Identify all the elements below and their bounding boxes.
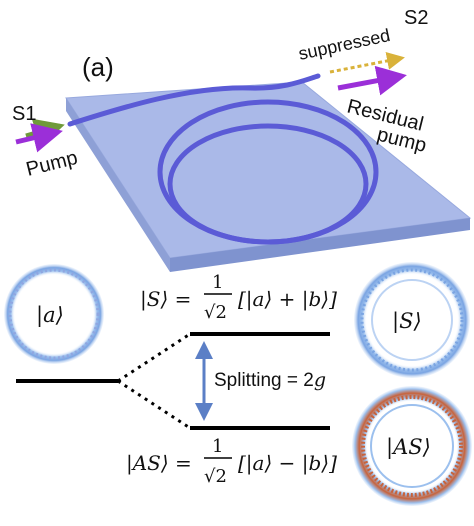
panel-label: (a): [82, 52, 114, 82]
chip-front-side: [170, 218, 470, 272]
ring-resonator-inner: [167, 123, 369, 245]
pump-arrow: [15, 123, 63, 153]
mode-as-ring: |AS⟩: [352, 386, 472, 506]
s2-arrow: [329, 52, 405, 74]
s-rhs: [|a⟩ + |b⟩]: [238, 287, 337, 312]
bus-waveguide: [67, 73, 321, 127]
as-frac-den: √2: [204, 466, 227, 487]
suppressed-label: suppressed: [297, 25, 392, 64]
symmetric-state-equation: |S⟩ = 1 √2 [|a⟩ + |b⟩]: [140, 272, 337, 323]
mode-s-ring: |S⟩: [354, 262, 470, 378]
as-frac-num: 1: [212, 436, 223, 457]
s-frac-den: √2: [204, 302, 227, 323]
mode-as-label: |AS⟩: [386, 435, 431, 460]
residual-pump-arrow: [337, 65, 407, 96]
pump-label: Pump: [24, 147, 80, 181]
antisymmetric-state-equation: |AS⟩ = 1 √2 [|a⟩ − |b⟩]: [126, 436, 337, 487]
mode-a-label: |a⟩: [36, 303, 64, 328]
mode-a-ring: |a⟩: [4, 264, 104, 364]
splitting-label: Splitting = 2g: [214, 369, 326, 391]
s2-label: S2: [404, 7, 428, 29]
s-lhs: |S⟩ =: [140, 287, 191, 312]
s1-label: S1: [12, 103, 36, 125]
s-frac-num: 1: [212, 272, 223, 293]
photonic-chip: [65, 81, 472, 272]
upper-connector: [117, 332, 191, 383]
as-rhs: [|a⟩ − |b⟩]: [238, 451, 337, 476]
mode-s-label: |S⟩: [392, 309, 422, 334]
waveguide-structure: [67, 73, 379, 245]
as-lhs: |AS⟩ =: [126, 451, 192, 476]
lower-connector: [117, 379, 191, 430]
energy-level-diagram: Splitting = 2g: [16, 332, 330, 430]
chip-left-side: [66, 98, 170, 272]
